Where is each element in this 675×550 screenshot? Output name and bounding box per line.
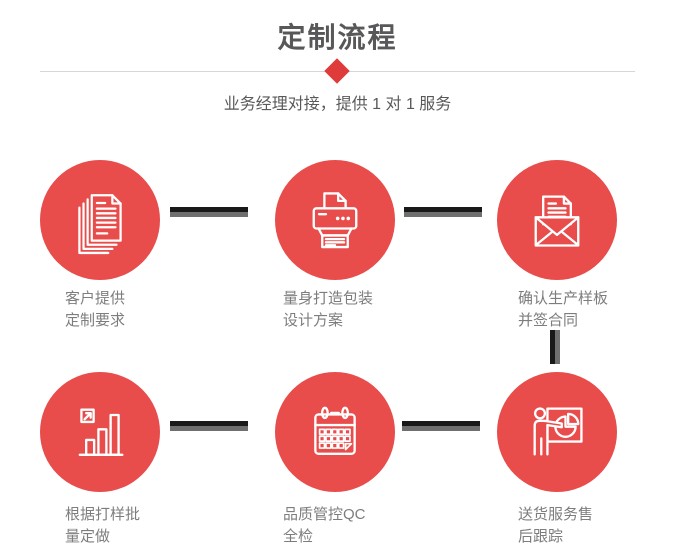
step-caption: 根据打样批 量定做 bbox=[65, 504, 140, 548]
step-circle-packaging-design bbox=[275, 160, 395, 280]
step-caption: 品质管控QC 全检 bbox=[283, 504, 366, 548]
caption-line: 品质管控QC bbox=[283, 506, 366, 523]
step-circle-customer-requirements bbox=[40, 160, 160, 280]
step-circle-delivery-tracking bbox=[497, 372, 617, 492]
step-caption: 送货服务售 后跟踪 bbox=[518, 504, 593, 548]
caption-line: 量定做 bbox=[65, 528, 111, 545]
caption-line: 量身打造包装 bbox=[283, 290, 374, 307]
step-circle-batch-production bbox=[40, 372, 160, 492]
subtitle: 业务经理对接，提供 1 对 1 服务 bbox=[223, 96, 452, 113]
bar-chart-icon bbox=[78, 408, 124, 457]
caption-line: 全检 bbox=[283, 528, 314, 545]
caption-line: 确认生产样板 bbox=[518, 290, 609, 307]
step-circle-quality-control bbox=[275, 372, 395, 492]
step-circle-sample-contract bbox=[497, 160, 617, 280]
connector-horizontal bbox=[170, 421, 248, 431]
caption-line: 客户提供 bbox=[65, 290, 126, 307]
caption-line: 送货服务售 bbox=[518, 506, 594, 523]
page-title: 定制流程 bbox=[277, 22, 398, 53]
step-caption: 确认生产样板 并签合同 bbox=[518, 288, 608, 332]
connector-horizontal bbox=[402, 421, 480, 431]
diamond-icon bbox=[324, 58, 350, 84]
caption-line: 后跟踪 bbox=[518, 528, 564, 545]
documents-icon bbox=[78, 194, 122, 255]
step-caption: 量身打造包装 设计方案 bbox=[283, 288, 373, 332]
presentation-icon bbox=[533, 407, 583, 456]
caption-line: 并签合同 bbox=[518, 312, 579, 329]
caption-line: 根据打样批 bbox=[65, 506, 141, 523]
connector-vertical bbox=[550, 330, 560, 364]
caption-line: 定制要求 bbox=[65, 312, 126, 329]
envelope-icon bbox=[534, 195, 580, 247]
printer-icon bbox=[312, 192, 358, 249]
step-caption: 客户提供 定制要求 bbox=[65, 288, 125, 332]
connector-horizontal bbox=[170, 207, 248, 217]
caption-line: 设计方案 bbox=[283, 312, 344, 329]
connector-horizontal bbox=[404, 207, 482, 217]
calendar-icon bbox=[314, 406, 356, 455]
